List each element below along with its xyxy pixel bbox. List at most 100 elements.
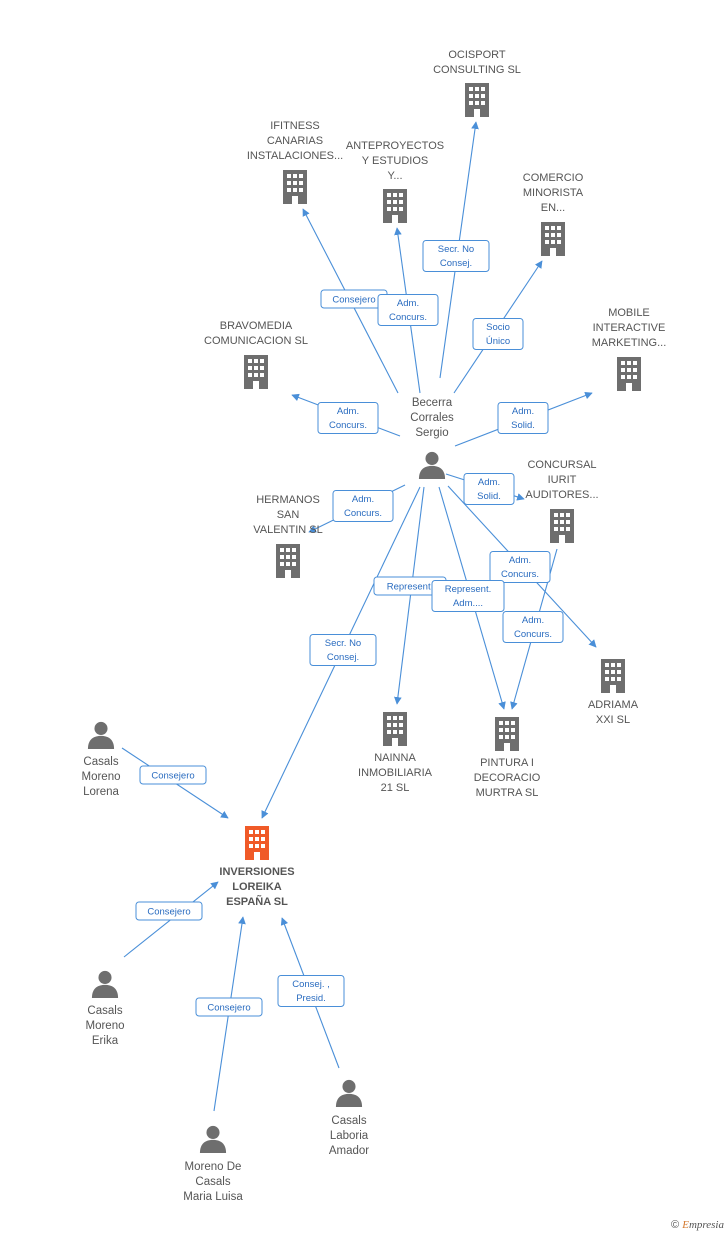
node-label: IURIT <box>548 474 577 486</box>
building-icon[interactable] <box>601 659 625 693</box>
node-ifitness[interactable]: IFITNESSCANARIASINSTALACIONES... <box>247 120 343 204</box>
building-icon[interactable] <box>244 355 268 389</box>
edge-label-text: Concurs. <box>514 629 552 640</box>
edge-label-text: Represent. <box>445 584 491 595</box>
building-icon[interactable] <box>383 712 407 746</box>
edge-label-text: Adm. <box>522 615 544 626</box>
edge-label-becerra-to-adriama[interactable]: Adm.Concurs. <box>489 551 551 583</box>
edge-label-text: Único <box>486 336 510 347</box>
edge-label-becerra-to-bravomedia[interactable]: Adm.Concurs. <box>317 402 379 434</box>
node-label: BRAVOMEDIA <box>220 320 293 332</box>
building-icon[interactable] <box>541 222 565 256</box>
building-icon[interactable] <box>276 544 300 578</box>
edge-label-text: Consej. <box>327 652 359 663</box>
person-icon[interactable] <box>87 721 115 749</box>
building-icon[interactable] <box>283 170 307 204</box>
node-label: ANTEPROYECTOS <box>346 140 444 152</box>
node-label: Casals <box>331 1115 366 1127</box>
node-anteproyectos[interactable]: ANTEPROYECTOS Y ESTUDIOS Y... <box>346 140 444 223</box>
node-label: INSTALACIONES... <box>247 150 343 162</box>
edge-label-moreno_maria-to-inversiones[interactable]: Consejero <box>195 997 263 1017</box>
edge-label-text: Consejero <box>147 907 190 918</box>
edge-label-text: Adm. <box>337 406 359 417</box>
building-icon[interactable] <box>550 509 574 543</box>
edge-label-text: Concurs. <box>389 312 427 323</box>
edge-label-becerra-to-mobile[interactable]: Adm. Solid. <box>497 402 549 434</box>
edge-label-text: Solid. <box>511 420 535 431</box>
edge-label-casals_erika-to-inversiones[interactable]: Consejero <box>135 901 203 921</box>
edge-label-box <box>377 294 439 326</box>
building-icon[interactable] <box>465 83 489 117</box>
edge-label-text: Consejero <box>332 295 375 306</box>
node-comercio[interactable]: COMERCIOMINORISTAEN... <box>523 172 584 256</box>
edge-label-box <box>502 611 564 643</box>
node-concursal[interactable]: CONCURSALIURITAUDITORES... <box>525 459 599 543</box>
edge-label-becerra-to-pintura[interactable]: Represent.Adm.... <box>431 580 505 612</box>
focus-building-icon[interactable] <box>245 826 269 860</box>
edge-label-box <box>317 402 379 434</box>
edge-label-becerra-to-concursal[interactable]: Adm.Solid. <box>463 473 515 505</box>
node-label: LOREIKA <box>232 881 282 893</box>
edge-label-becerra-to-hermanos[interactable]: Adm.Concurs. <box>332 490 394 522</box>
edge-label-box <box>489 551 551 583</box>
footer-brand: © Empresia <box>671 1219 724 1231</box>
node-label: INVERSIONES <box>219 866 294 878</box>
node-label: Erika <box>92 1035 119 1047</box>
building-icon[interactable] <box>495 717 519 751</box>
building-icon[interactable] <box>617 357 641 391</box>
edge-label-box <box>277 975 345 1007</box>
node-label: Sergio <box>415 427 448 439</box>
edge-label-casals_amador-to-inversiones[interactable]: Consej. ,Presid. <box>277 975 345 1007</box>
building-icon[interactable] <box>383 189 407 223</box>
edge-label-text: Consejero <box>151 771 194 782</box>
node-label: VALENTIN SL <box>253 524 323 536</box>
edge-label-concursal-to-pintura[interactable]: Adm. Concurs. <box>502 611 564 643</box>
brand-logo-initial: E <box>682 1219 689 1231</box>
edge-label-box <box>463 473 515 505</box>
person-icon[interactable] <box>91 970 119 998</box>
edge-label-text: Consej. <box>440 258 472 269</box>
node-label: EN... <box>541 202 565 214</box>
edge-label-becerra-to-ifitness[interactable]: Consejero <box>320 289 388 309</box>
node-label: Maria Luisa <box>183 1191 243 1203</box>
edge-label-box <box>195 997 263 1017</box>
node-label: Y ESTUDIOS <box>362 155 428 167</box>
node-label: SAN <box>277 509 300 521</box>
node-mobile[interactable]: MOBILEINTERACTIVEMARKETING... <box>592 307 667 391</box>
edge-label-casals_lorena-to-inversiones[interactable]: Consejero <box>139 765 207 785</box>
person-icon[interactable] <box>418 451 446 479</box>
copyright-symbol: © <box>671 1219 680 1231</box>
edge-label-text: Solid. <box>477 491 501 502</box>
edge-label-text: Consejero <box>207 1003 250 1014</box>
person-icon[interactable] <box>199 1125 227 1153</box>
edge-label-becerra-to-anteproyectos[interactable]: Adm.Concurs. <box>377 294 439 326</box>
node-label: MINORISTA <box>523 187 584 199</box>
person-icon[interactable] <box>335 1079 363 1107</box>
edge-label-box <box>472 318 524 350</box>
node-label: MOBILE <box>608 307 650 319</box>
node-label: Moreno De <box>185 1161 242 1173</box>
node-label: Y... <box>387 170 402 182</box>
edge-label-becerra-to-nainna[interactable]: Represent. <box>373 576 447 596</box>
edge-label-text: Adm. <box>512 406 534 417</box>
edge-label-text: Adm. <box>352 494 374 505</box>
brand-logo-rest: mpresia <box>688 1219 724 1231</box>
edge-label-box <box>139 765 207 785</box>
